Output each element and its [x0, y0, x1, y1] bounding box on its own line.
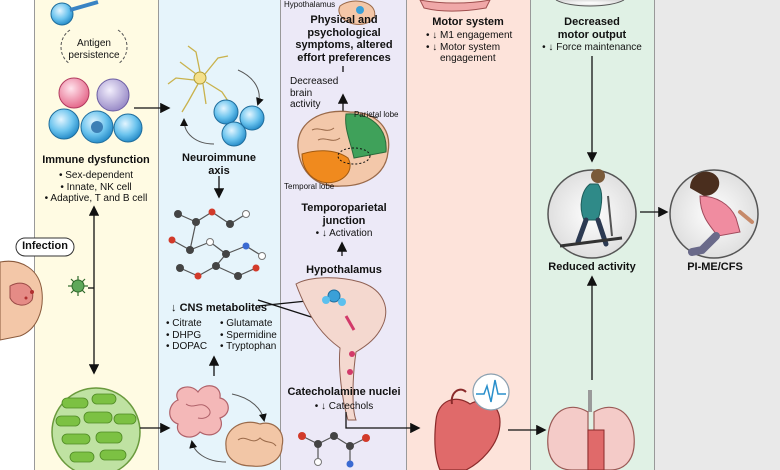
decreased-line-2: brain — [290, 87, 313, 99]
brain-lobes-icon — [297, 110, 390, 187]
antigen-persistence-label: Antigen persistence — [54, 38, 134, 61]
heart-icon — [434, 388, 501, 470]
motor-system-title: Motor system — [432, 16, 504, 28]
metabolites-right-list: • Glutamate • Spermidine • Tryptophan — [220, 318, 282, 353]
infected-person-icon — [0, 260, 43, 341]
decreased-motor-output-title: Decreased motor output — [534, 16, 650, 41]
decreased-motor-line-1: Decreased — [564, 16, 620, 28]
motor-bullet: • ↓ Motor system — [426, 41, 501, 53]
catechols-label: • ↓ Catechols — [314, 401, 374, 412]
immune-dysfunction-title: Immune dysfunction — [42, 154, 150, 166]
force-maintenance-label: • ↓ Force maintenance — [542, 42, 642, 53]
lungs-icon — [547, 390, 635, 470]
motor-bullet: • ↓ M1 engagement — [426, 30, 513, 41]
motor-bullet-continuation: engagement — [440, 53, 496, 64]
symptoms-title: Physical and psychological symptoms, alt… — [286, 14, 402, 65]
neuro-immune-cells-icon — [213, 99, 265, 147]
symptoms-line-2: psychological — [307, 26, 381, 39]
symptoms-line-1: Physical and — [310, 14, 378, 26]
infection-label-box — [15, 237, 75, 257]
hypothalamus-top-icon — [338, 0, 376, 25]
decreased-motor-line-2: motor output — [557, 28, 627, 41]
pi-me-cfs-label: PI-ME/CFS — [687, 261, 743, 273]
metabolites-left-list: • Citrate • DHPG • DOPAC — [166, 318, 222, 353]
decreased-line-1: Decreased — [290, 76, 339, 87]
brain-small-icon — [225, 421, 284, 467]
temporal-lobe-label: Temporal lobe — [284, 182, 335, 191]
immune-cells-icon — [48, 77, 143, 144]
cns-metabolites-molecules-icon — [168, 208, 266, 280]
metabolite-item: • DOPAC — [166, 341, 208, 352]
catechol-molecule-icon — [298, 432, 370, 468]
reduced-activity-label: Reduced activity — [548, 261, 636, 273]
tpj-line-1: Temporoparietal — [301, 202, 387, 214]
antigen-cell-icon — [50, 0, 99, 26]
gut-microbiome-icon — [51, 387, 141, 470]
antigen-line-2: persistence — [68, 49, 120, 61]
antigen-line-1: Antigen — [77, 38, 111, 49]
metabolite-item: • Tryptophan — [220, 341, 277, 352]
decreased-motor-icon — [555, 0, 625, 7]
neuroimmune-line-1: Neuroimmune — [182, 152, 256, 164]
hypothalamus-catecholamine-icon — [295, 277, 387, 421]
symptoms-line-3: symptoms, altered — [295, 39, 393, 52]
decreased-line-3: activity — [290, 99, 321, 110]
gut-intestines-icon — [169, 385, 229, 438]
symptoms-line-4: effort preferences — [297, 51, 391, 64]
hypothalamus-label: Hypothalamus — [306, 264, 382, 276]
metabolite-item: • Citrate — [166, 318, 202, 329]
motor-column — [406, 0, 531, 470]
infection-column — [0, 0, 34, 470]
immune-bullet: • Adaptive, T and B cell — [44, 193, 148, 204]
tpj-title: Temporoparietal junction — [286, 202, 402, 227]
neuroimmune-axis-title: Neuroimmune axis — [160, 152, 278, 177]
catecholamine-nuclei-label: Catecholamine nuclei — [287, 386, 401, 398]
neuroimmune-line-2: axis — [208, 164, 230, 177]
motor-cortex-icon — [419, 0, 491, 12]
motor-bullets: • ↓ M1 engagement • ↓ Motor system engag… — [426, 30, 530, 65]
metabolite-item: • DHPG — [166, 329, 202, 341]
virus-icon — [68, 276, 88, 296]
immune-bullets: • Sex-dependent • Innate, NK cell • Adap… — [36, 170, 156, 205]
cns-metabolites-title: ↓ CNS metabolites — [171, 302, 267, 314]
fatigued-person-icon — [669, 169, 759, 259]
tpj-line-2: junction — [322, 214, 366, 227]
metabolite-item: • Glutamate — [220, 318, 273, 329]
hypothalamus-top-label: Hypothalamus — [284, 0, 336, 9]
ecg-monitor-icon — [472, 373, 510, 411]
decreased-brain-activity-label: Decreased brain activity — [290, 76, 344, 111]
treadmill-person-icon — [547, 169, 637, 259]
infection-label: Infection — [22, 240, 68, 252]
immune-bullet: • Innate, NK cell — [60, 181, 132, 193]
tpj-activation-label: • ↓ Activation — [315, 228, 373, 239]
parietal-lobe-label: Parietal lobe — [354, 110, 399, 119]
immune-bullet: • Sex-dependent — [58, 170, 134, 181]
metabolite-item: • Spermidine — [220, 329, 277, 341]
